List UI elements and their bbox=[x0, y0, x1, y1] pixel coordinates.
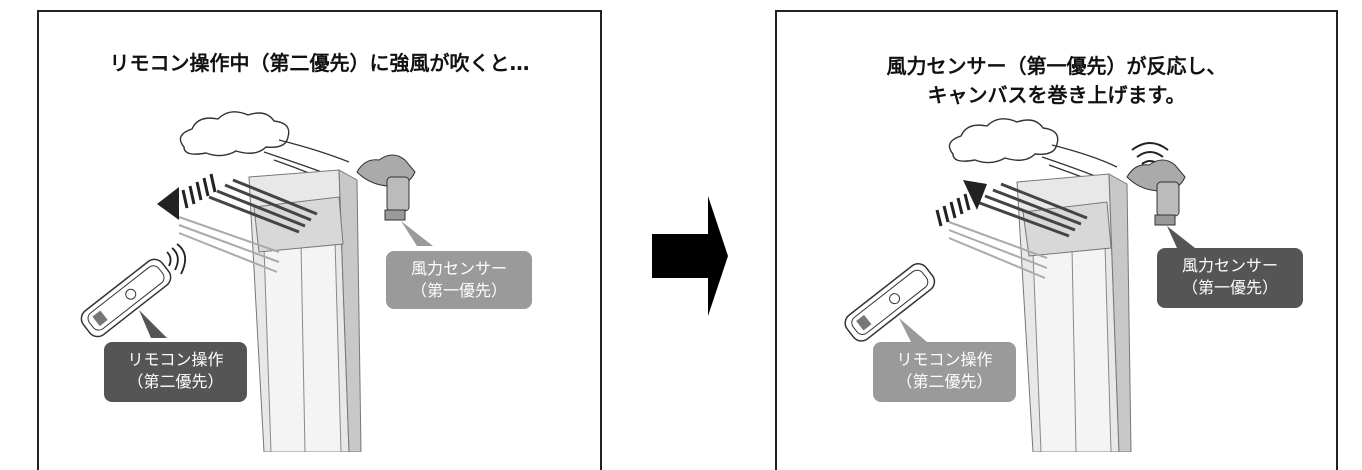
remote-label-line2: （第二優先） bbox=[127, 372, 224, 391]
right-panel: 風力センサー（第一優先）が反応し、 キャンバスを巻き上げます。 bbox=[775, 10, 1338, 470]
cloud-icon bbox=[179, 111, 290, 157]
wind-sensor-callout: 風力センサー （第一優先） bbox=[386, 251, 532, 309]
right-scene bbox=[844, 118, 1195, 452]
roll-up-arrow-icon bbox=[935, 180, 987, 227]
left-panel-title: リモコン操作中（第二優先）に強風が吹くと… bbox=[109, 51, 530, 75]
remote-label-line2: （第二優先） bbox=[896, 372, 993, 391]
wind-sensor-label-line2: （第一優先） bbox=[1181, 278, 1278, 297]
wind-sensor-callout: 風力センサー （第一優先） bbox=[1157, 248, 1303, 308]
right-title-line2: キャンバスを巻き上げます。 bbox=[927, 83, 1186, 107]
remote-label-line1: リモコン操作 bbox=[127, 350, 224, 369]
wind-sensor-label-line1: 風力センサー bbox=[1181, 256, 1278, 275]
wind-sensor-icon bbox=[1126, 159, 1186, 226]
left-panel: リモコン操作中（第二優先）に強風が吹くと… bbox=[37, 10, 602, 470]
remote-callout: リモコン操作 （第二優先） bbox=[873, 342, 1016, 402]
right-title-line1: 風力センサー（第一優先）が反応し、 bbox=[886, 54, 1227, 78]
wind-sensor-label-line2: （第一優先） bbox=[410, 281, 507, 300]
remote-label-line1: リモコン操作 bbox=[896, 350, 993, 369]
signal-icon bbox=[166, 243, 187, 275]
wind-sensor-label-line1: 風力センサー bbox=[410, 259, 507, 278]
remote-callout: リモコン操作 （第二優先） bbox=[104, 342, 247, 402]
wind-sensor-icon bbox=[356, 154, 416, 221]
remote-control-icon bbox=[844, 263, 936, 342]
transition-arrow-icon bbox=[652, 196, 728, 316]
left-scene bbox=[80, 111, 433, 452]
remote-control-icon bbox=[80, 258, 172, 338]
cloud-icon bbox=[948, 118, 1059, 164]
retract-arrow-icon bbox=[157, 173, 217, 220]
right-panel-title: 風力センサー（第一優先）が反応し、 キャンバスを巻き上げます。 bbox=[777, 52, 1336, 110]
